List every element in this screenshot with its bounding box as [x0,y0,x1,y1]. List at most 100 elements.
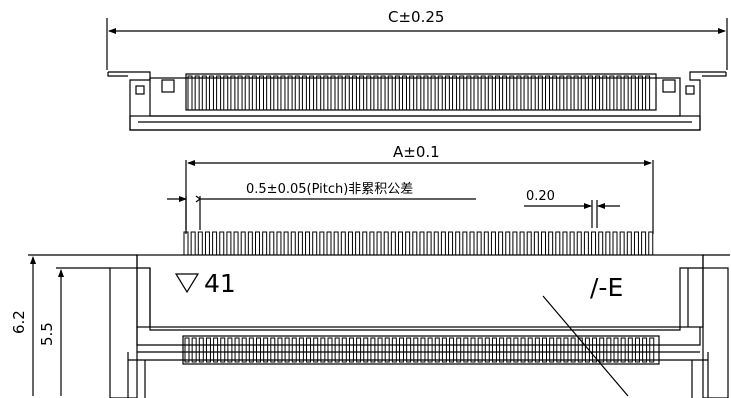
front-top-pin [533,231,539,256]
front-bottom-pin [370,337,376,363]
front-bottom-pin [556,337,562,363]
top-pin [466,75,472,111]
front-top-pin [519,231,525,256]
top-pin [402,75,407,111]
front-top-pin [362,231,368,256]
front-bottom-pin [320,337,326,363]
height-total-label: 6.2 [10,310,28,334]
front-bottom-pin [449,337,455,363]
front-top-pin [233,231,239,256]
front-bottom-pin [220,337,226,363]
front-top-pin [204,231,210,256]
front-bottom-pin [434,337,440,363]
front-top-pin [247,231,253,256]
front-bottom-pin [570,337,576,363]
front-bottom-pin [256,337,261,363]
front-bottom-pin [213,337,219,363]
top-pin [416,75,422,111]
top-pin [230,75,236,111]
front-top-pin [498,231,504,256]
front-top-pin [240,231,246,256]
front-top-pin [555,231,561,256]
top-pin [480,75,486,111]
front-bottom-pin [642,337,648,363]
front-pins-bottom [184,337,655,363]
top-pin [516,75,522,111]
front-top-pin [283,231,289,256]
front-top-pin [226,231,232,256]
front-top-pin [197,231,203,256]
front-top-pin [433,231,439,256]
dim-c-label: C±0.25 [388,8,444,26]
pitch-note-label: 0.5±0.05(Pitch)非累积公差 [246,182,413,197]
front-top-pin [505,231,511,256]
top-pin [373,75,379,111]
front-bottom-pin [406,337,412,363]
top-pin [301,75,307,111]
front-bottom-pin [420,337,426,363]
front-bottom-pin [363,337,369,363]
front-top-pin [326,231,332,256]
top-pin [366,75,372,111]
front-top-pin [512,231,518,256]
front-bottom-pin [399,337,404,363]
top-right-window [662,79,676,93]
top-pin [645,75,651,111]
top-pin [552,75,558,111]
front-top-pin [641,231,647,256]
front-bottom-pin [227,337,233,363]
pitch-arrow-right [195,195,201,203]
front-bottom-pin [184,337,190,363]
front-bottom-pin [348,337,354,363]
front-bottom-pin [377,337,383,363]
rev-leader-line [542,295,629,397]
front-top-pin [376,231,382,256]
front-top-pin [562,231,568,256]
front-top-pin [591,231,597,256]
front-bottom-pin [649,337,655,363]
top-pin [602,75,608,111]
front-bottom-pin [205,337,211,363]
front-pin-band [182,335,660,365]
top-pin [587,75,593,111]
front-top-pin [576,231,582,256]
front-bottom-pin [513,337,519,363]
front-bottom-pin [441,337,447,363]
top-pin [259,75,264,111]
front-top-pin [426,231,432,256]
top-pin [423,75,429,111]
top-pin [637,75,643,111]
top-pin [294,75,300,111]
top-pin [595,75,601,111]
top-pin [251,75,257,111]
front-top-pin [312,231,318,256]
top-view [106,18,728,131]
top-pin [566,75,572,111]
front-top-pin [455,231,461,256]
top-pin [530,75,536,111]
top-pin [459,75,465,111]
front-top-pin [490,231,496,256]
front-top-pin [526,231,532,256]
front-top-pin [190,231,196,256]
front-top-pin [290,231,296,256]
dim-a-label: A±0.1 [393,143,440,161]
top-pin [545,75,550,111]
top-pin [216,75,222,111]
front-bottom-pin [270,337,276,363]
front-bottom-pin [427,337,433,363]
top-pin [573,75,579,111]
front-bottom-pin [284,337,290,363]
front-top-pin [183,231,189,256]
front-bottom-pin [599,337,605,363]
top-pin [559,75,565,111]
front-bottom-pin [506,337,512,363]
front-top-pin [333,231,339,256]
front-top-pin [419,231,425,256]
front-top-pin [276,231,282,256]
front-bottom-pin [484,337,490,363]
front-top-pin [541,231,546,256]
top-pin [509,75,515,111]
front-top-pin [476,231,482,256]
front-bottom-pin [627,337,633,363]
